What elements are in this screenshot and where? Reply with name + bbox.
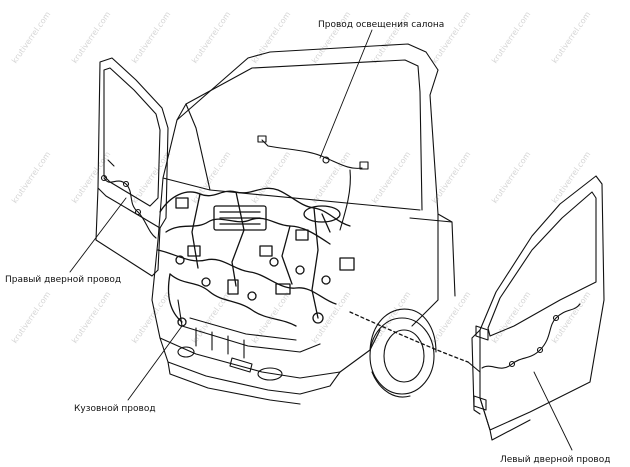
leader-lines xyxy=(69,29,573,451)
interior-light-harness xyxy=(257,135,369,231)
right-door-wire-label: Правый дверной провод xyxy=(5,275,122,285)
body-wire-label: Кузовной провод xyxy=(74,404,156,414)
cab-outline xyxy=(151,43,456,405)
main-harness xyxy=(157,187,469,363)
left-door-wire-label: Левый дверной провод xyxy=(500,455,611,465)
right-door xyxy=(95,57,169,277)
interior-light-wire-label: Провод освещения салона xyxy=(318,20,445,30)
left-door xyxy=(467,175,605,441)
